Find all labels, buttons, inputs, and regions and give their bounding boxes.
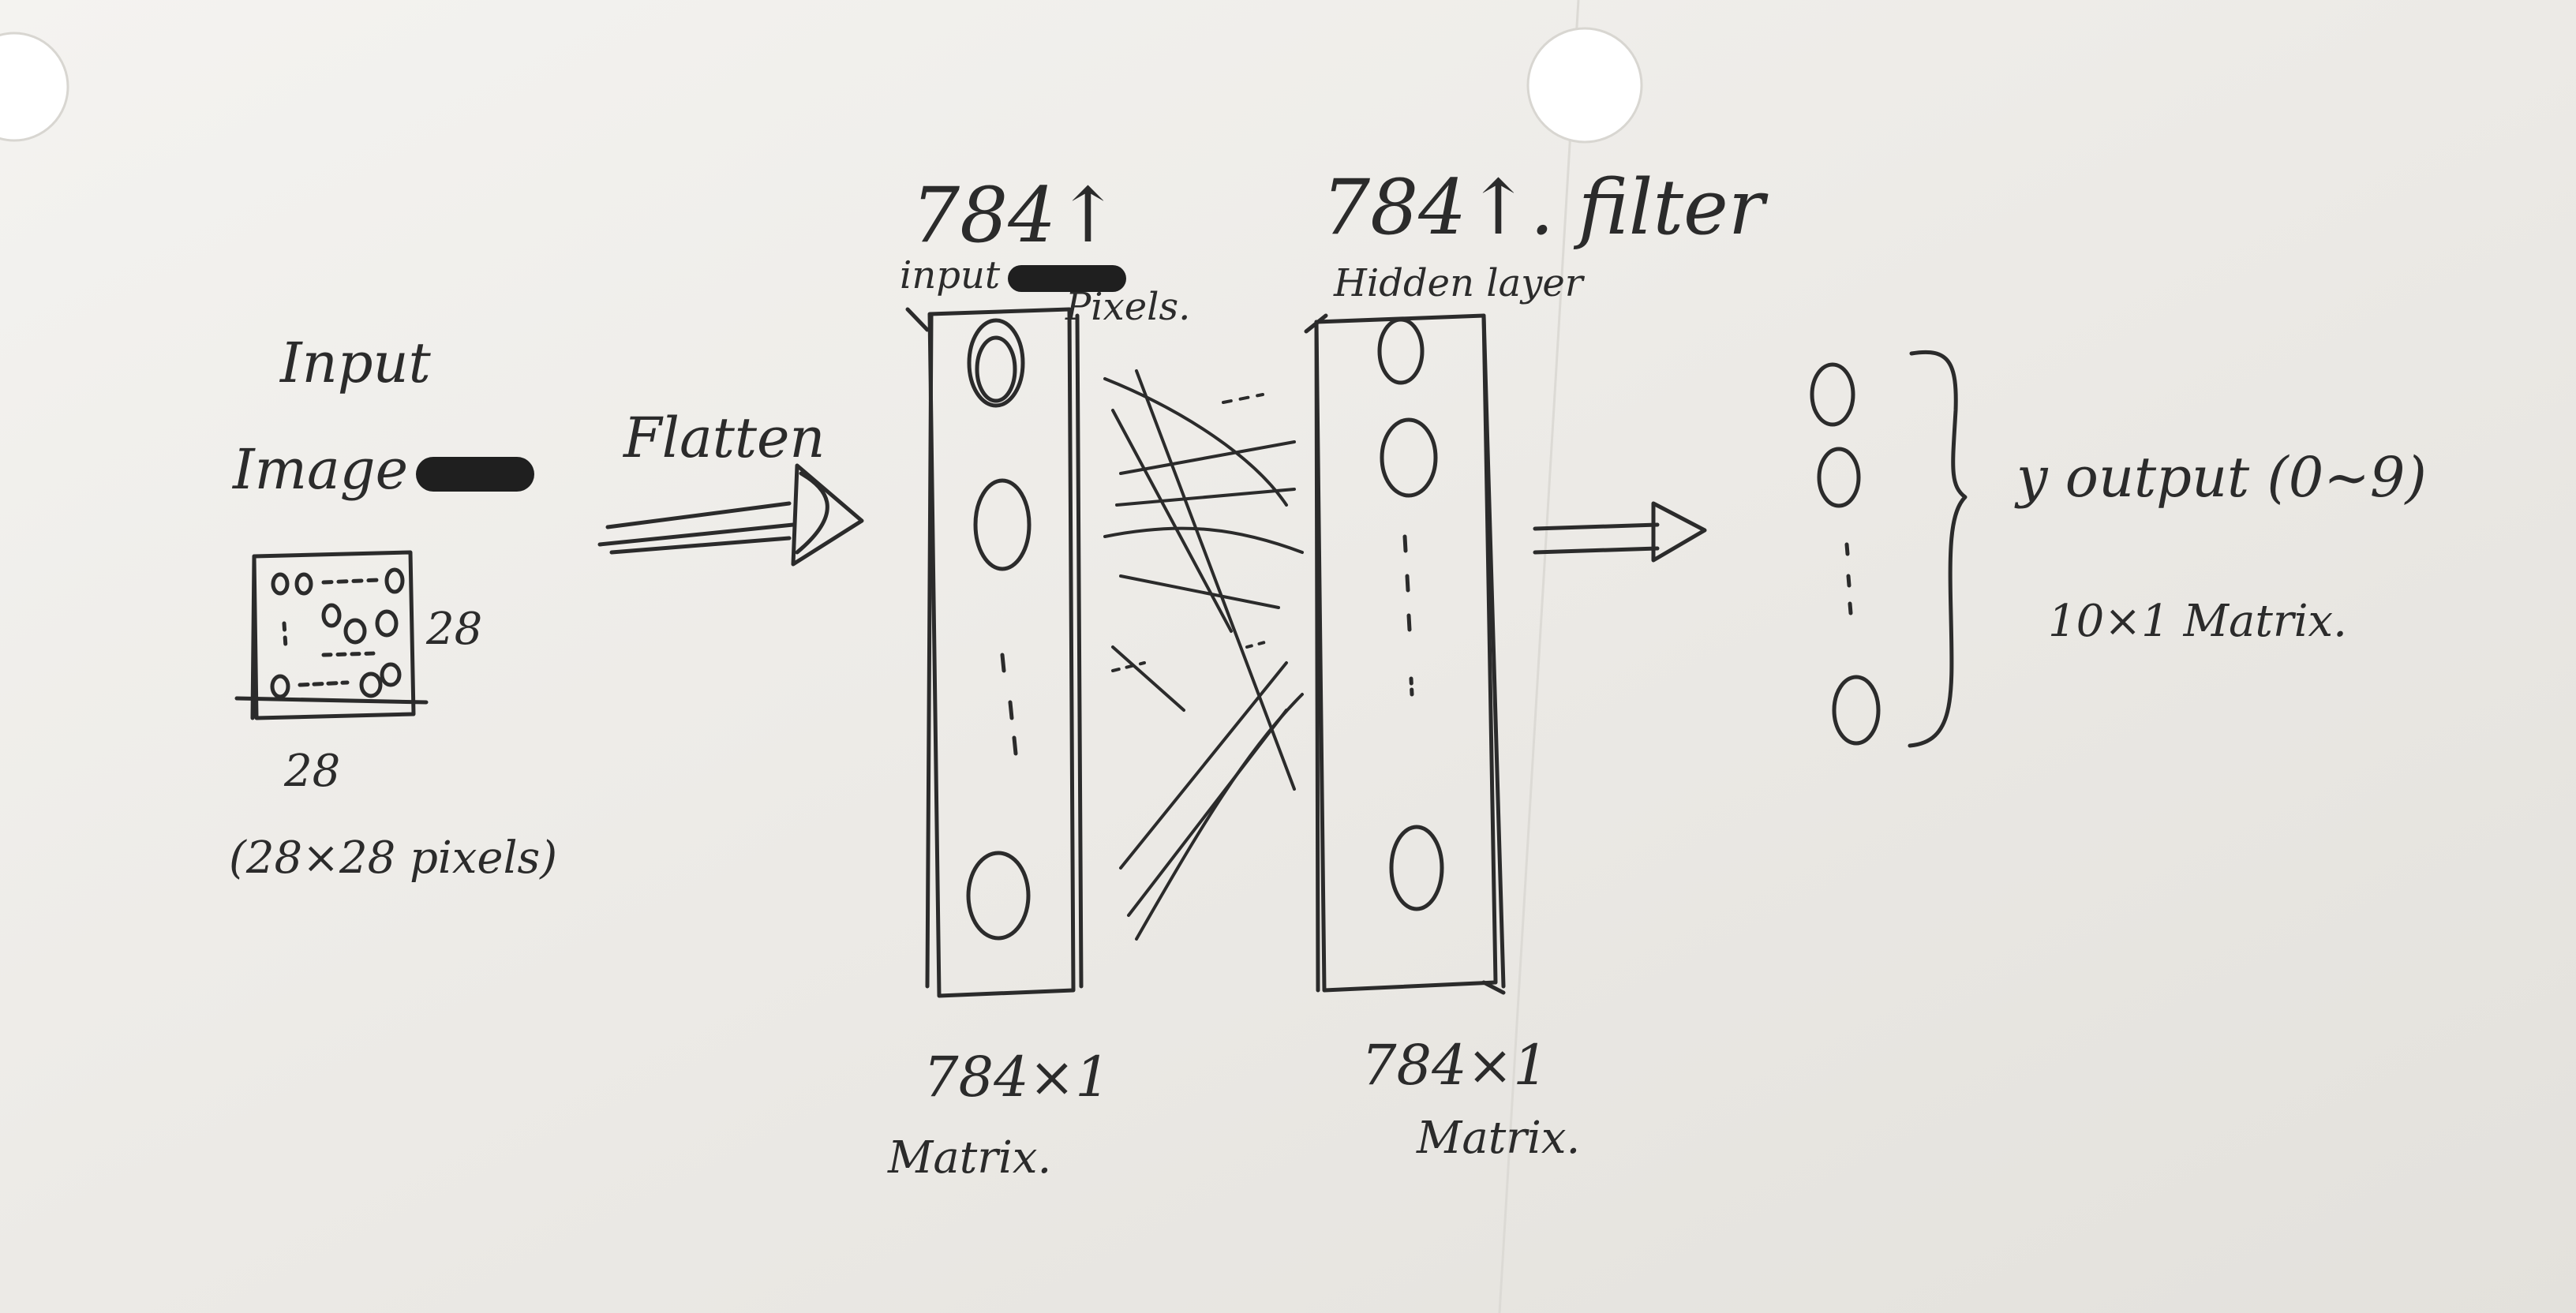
punch-hole-left	[0, 32, 69, 142]
output-dim-label: 10×1 Matrix.	[2048, 596, 2347, 647]
input-image-grid	[234, 550, 429, 720]
strikethrough-scribble	[416, 457, 534, 492]
input-image-title-2-text: Image	[233, 437, 408, 502]
hidden-layer-count: 784↑. filter	[1322, 163, 1765, 252]
output-brace	[1908, 350, 1968, 748]
flatten-arrow	[597, 463, 864, 567]
grid-bottom-label: 28	[284, 746, 341, 797]
paper-crease	[1498, 0, 1580, 1313]
input-layer-name-text: input	[900, 253, 1001, 297]
input-image-title-2: Image	[233, 442, 534, 497]
flatten-label: Flatten	[623, 406, 826, 470]
input-layer-column	[905, 307, 1084, 998]
output-label: y output (0~9)	[2016, 445, 2427, 510]
hidden-layer-type: Matrix.	[1417, 1113, 1581, 1164]
input-layer-name: input	[900, 253, 1127, 297]
input-image-title-1: Input	[280, 331, 431, 395]
connection-lines	[1103, 369, 1304, 941]
grid-side-label: 28	[426, 604, 483, 655]
image-size-label: (28×28 pixels)	[229, 832, 558, 884]
output-arrow	[1533, 501, 1707, 563]
punch-hole-top	[1526, 27, 1643, 144]
input-layer-dim: 784×1	[923, 1045, 1110, 1109]
hidden-layer-dim: 784×1	[1361, 1033, 1548, 1098]
input-layer-pixels: Pixels.	[1065, 285, 1191, 329]
input-layer-type: Matrix.	[888, 1132, 1052, 1184]
hidden-layer-column	[1304, 313, 1506, 995]
hidden-layer-name: Hidden layer	[1334, 261, 1583, 305]
output-nodes	[1810, 362, 1881, 746]
input-layer-count: 784↑	[912, 171, 1120, 260]
input-layer-scribble	[1008, 264, 1127, 292]
